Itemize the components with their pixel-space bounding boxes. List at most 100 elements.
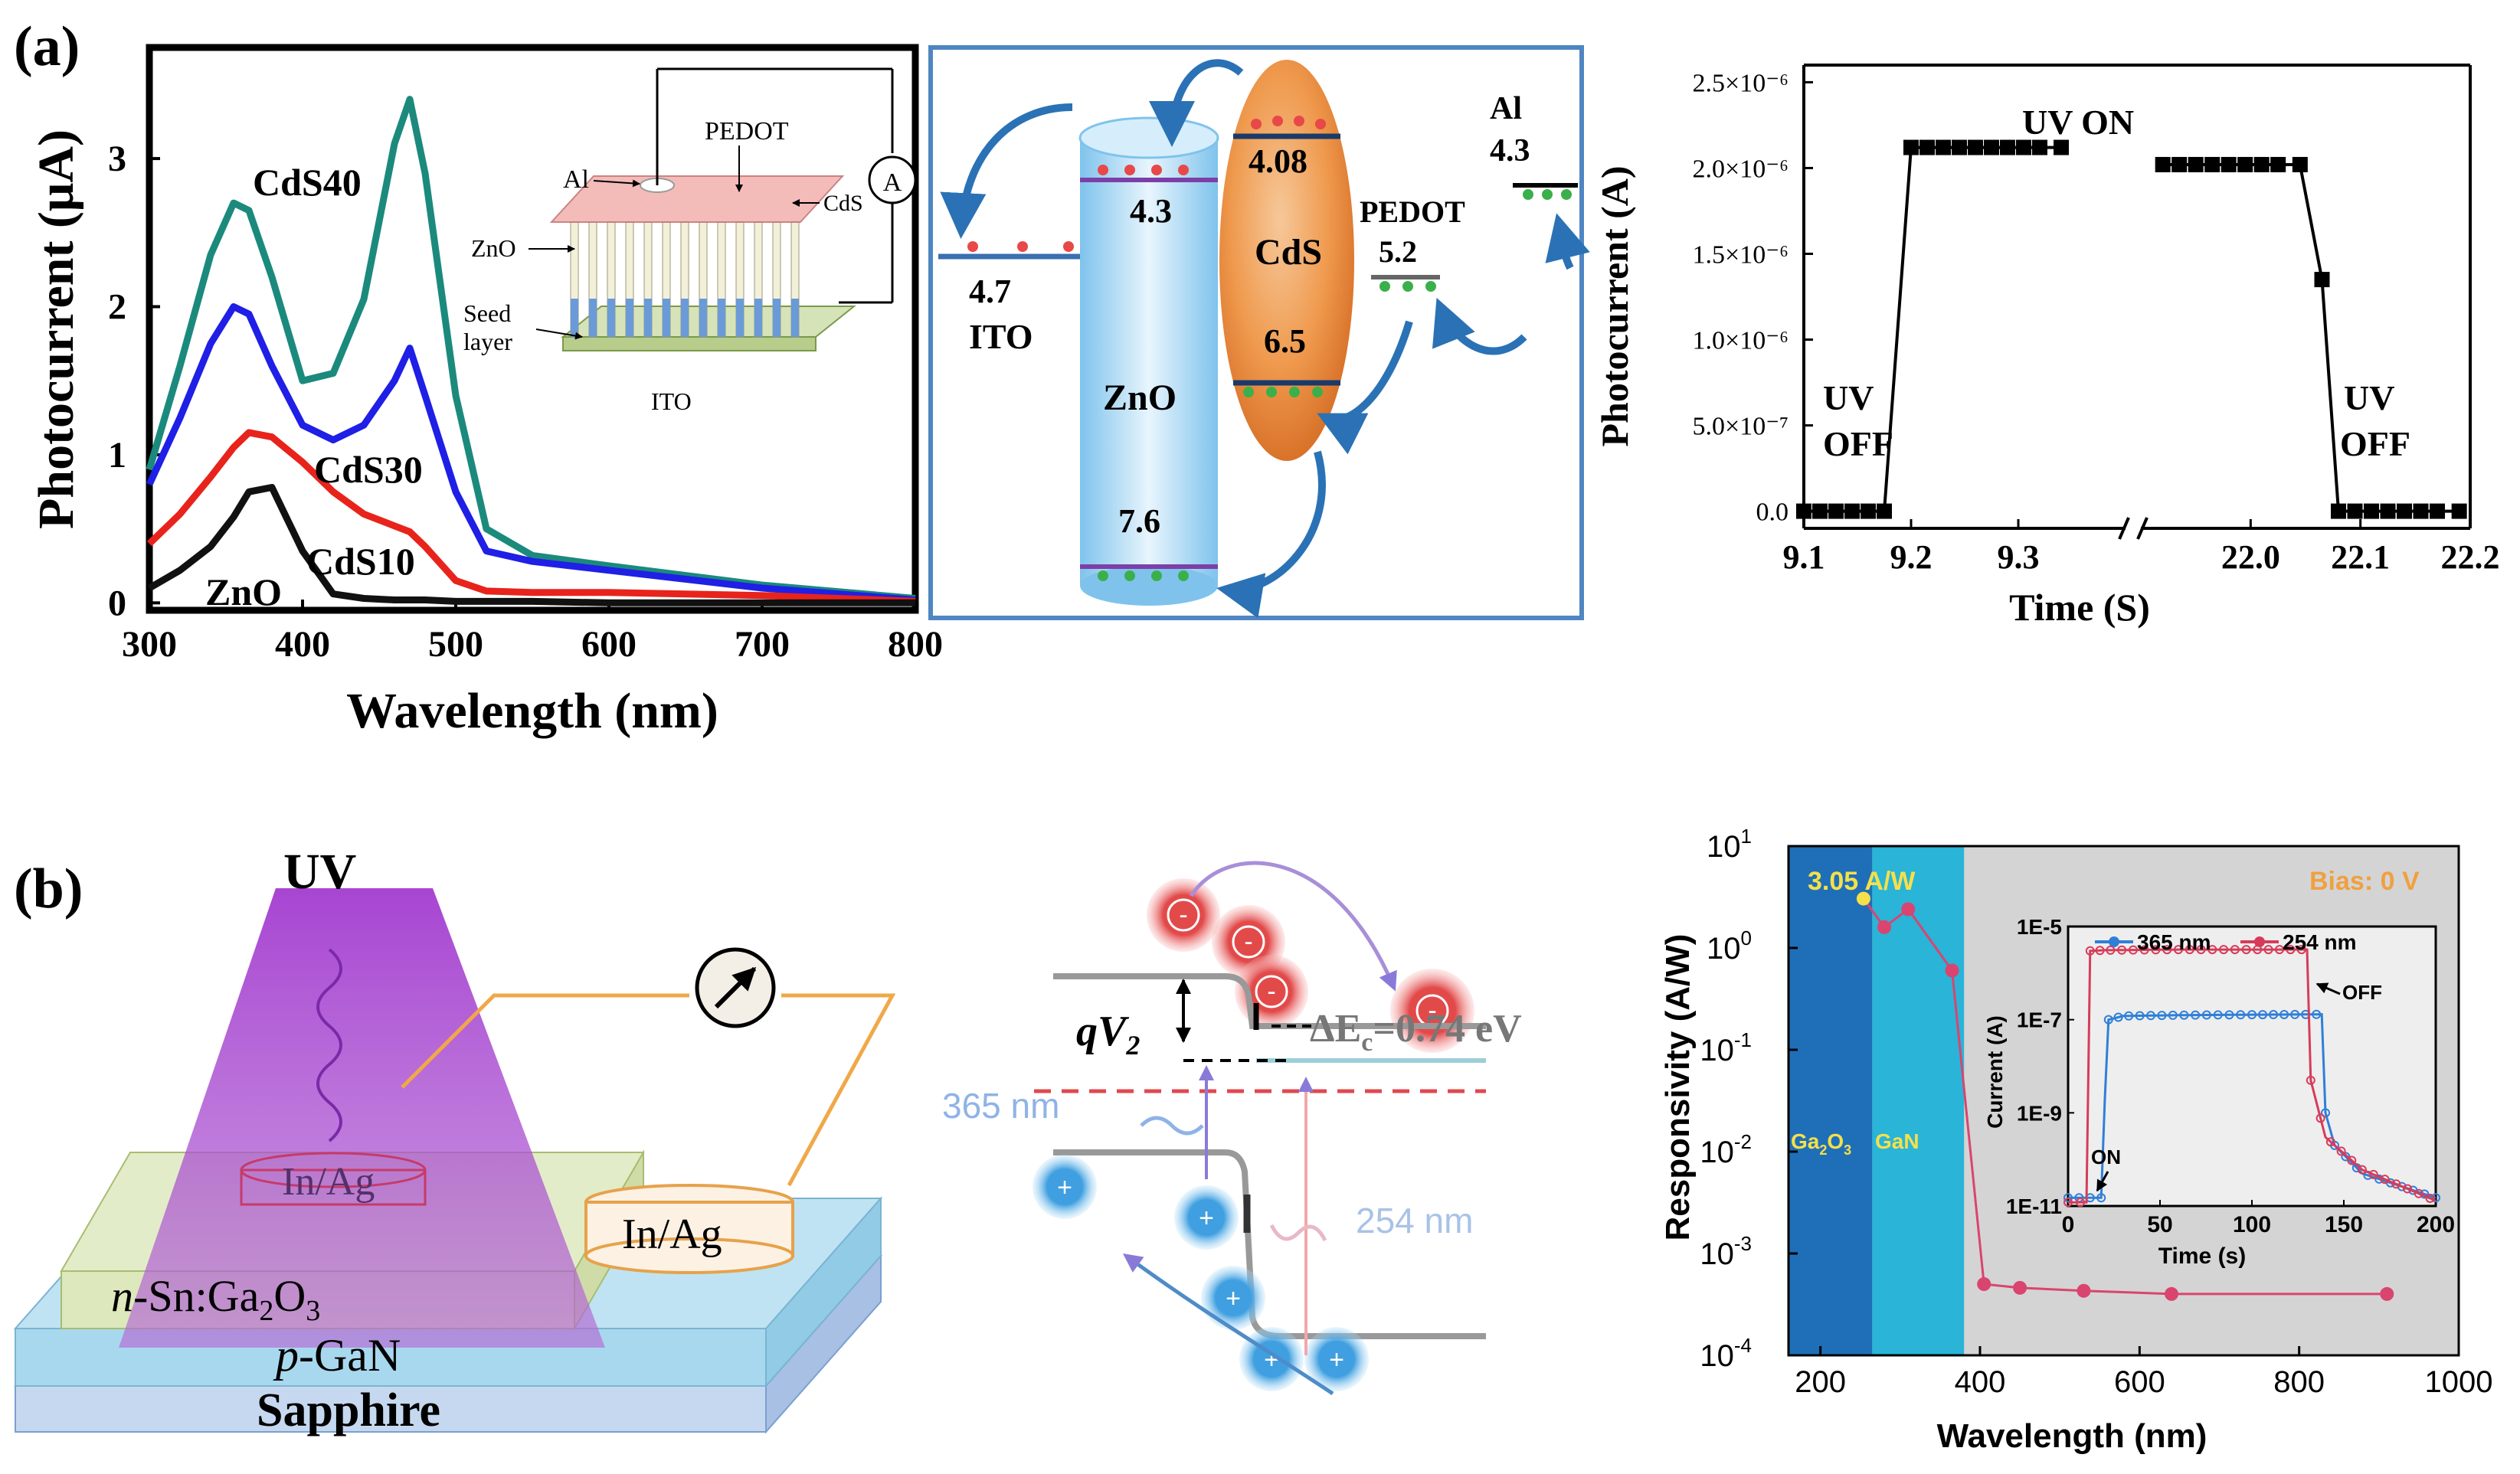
inset-data-point bbox=[2146, 1011, 2155, 1021]
inset-data-point bbox=[2397, 1181, 2407, 1191]
b-xtick-label: 600 bbox=[2114, 1365, 2165, 1399]
inset-ito-label: ITO bbox=[651, 387, 692, 415]
inset-cds-label: CdS bbox=[823, 191, 863, 216]
qv2-label: qV2 bbox=[1076, 1008, 1140, 1061]
nanorod-seed bbox=[699, 299, 707, 337]
band-label-ga2o3: Ga2O3 bbox=[1791, 1129, 1851, 1158]
a2-ytick-label: 2.0×10⁻⁶ bbox=[1693, 155, 1789, 183]
inset-ytick-label: 1E-9 bbox=[2017, 1101, 2062, 1125]
series-line-cds10 bbox=[146, 429, 916, 605]
a2-data-point bbox=[1903, 139, 1919, 155]
a2-series-line bbox=[2162, 163, 2459, 513]
inset-data-point bbox=[2063, 1198, 2073, 1208]
inset-data-point bbox=[2230, 945, 2240, 955]
annot-uv-off-left-1: UV bbox=[1823, 378, 1874, 417]
chart-a-uv-switching: 0.05.0×10⁻⁷1.0×10⁻⁶1.5×10⁻⁶2.0×10⁻⁶2.5×1… bbox=[1593, 64, 2500, 629]
inset-seed-label: Seed bbox=[463, 299, 511, 327]
a2-xtick-label: 22.0 bbox=[2221, 538, 2280, 576]
band-cds-label: CdS bbox=[1255, 232, 1322, 273]
band-al-level: 4.3 bbox=[1490, 133, 1530, 168]
inset-data-point bbox=[2306, 1075, 2315, 1085]
inset-data-point bbox=[2321, 1108, 2330, 1118]
inset-xtick-label: 200 bbox=[2417, 1212, 2455, 1237]
legend-zno: ZnO bbox=[205, 570, 282, 613]
a2-data-point bbox=[2314, 272, 2330, 288]
a2-data-point bbox=[1812, 503, 1828, 519]
nanorod-seed bbox=[626, 299, 633, 337]
inset-data-point bbox=[2179, 1010, 2189, 1020]
inset-ylabel: Current (A) bbox=[1983, 1015, 2007, 1129]
hole-sign-2: + bbox=[1199, 1204, 1214, 1233]
b-data-point bbox=[1977, 1277, 1991, 1292]
b-data-point bbox=[2380, 1286, 2394, 1301]
chart-b-frame bbox=[1787, 845, 2460, 1357]
inset-data-point bbox=[2113, 1012, 2123, 1022]
b-xtick-label: 400 bbox=[1955, 1365, 2006, 1399]
inset-legend-254: 254 nm bbox=[2283, 930, 2357, 954]
annot-uv-off-right-1: UV bbox=[2344, 378, 2394, 417]
layer-n-ga2o3-label: n-Sn:Ga2O3 bbox=[111, 1271, 320, 1327]
a2-xtick-label: 9.3 bbox=[1998, 538, 2040, 576]
chart-b-ylabel: Responsivity (A/W) bbox=[1659, 934, 1697, 1241]
inset-data-point bbox=[2368, 1169, 2378, 1179]
a2-axis-break bbox=[2136, 517, 2149, 540]
inset-data-point bbox=[2403, 1184, 2413, 1194]
electrode-in-ag-bottom: In/Ag bbox=[622, 1211, 722, 1258]
inset-data-point bbox=[2135, 1011, 2145, 1021]
inset-data-point bbox=[2106, 945, 2116, 955]
inset-data-point bbox=[2258, 1010, 2268, 1020]
chart-a1-frame bbox=[146, 44, 919, 614]
a2-data-point bbox=[1861, 503, 1876, 519]
inset-legend-365: 365 nm bbox=[2137, 930, 2211, 954]
a2-ytick-label: 1.0×10⁻⁶ bbox=[1693, 327, 1789, 355]
b-ytick-label: 10-3 bbox=[1700, 1232, 1752, 1271]
inset-annot-off: OFF bbox=[2342, 981, 2382, 1004]
band-zno-label: ZnO bbox=[1103, 377, 1177, 418]
nanorod-seed bbox=[754, 299, 762, 337]
inset-data-point bbox=[2128, 945, 2138, 955]
inset-zno-label: ZnO bbox=[471, 234, 516, 262]
a1-ytick-label: 1 bbox=[108, 435, 126, 476]
inset-data-point bbox=[2312, 1009, 2322, 1019]
a2-data-point bbox=[1844, 503, 1860, 519]
inset-ytick-label: 1E-7 bbox=[2017, 1008, 2062, 1032]
band-diagram-b: - - - - qV2 ΔEc=0.74 eV + + bbox=[942, 861, 1522, 1396]
b-xtick-label: 200 bbox=[1795, 1365, 1846, 1399]
a2-data-point bbox=[2397, 503, 2412, 519]
band-pedot-level: 5.2 bbox=[1379, 234, 1417, 269]
b-ytick-label: 101 bbox=[1707, 825, 1752, 864]
electron-sign-2: - bbox=[1244, 927, 1252, 956]
band-ito-level: 4.7 bbox=[969, 273, 1011, 310]
inset-data-point bbox=[2391, 1179, 2401, 1189]
inset-xtick-label: 50 bbox=[2147, 1212, 2172, 1237]
a2-xtick-label: 9.2 bbox=[1890, 538, 1933, 576]
series-line-cds30 bbox=[146, 303, 916, 603]
inset-data-point bbox=[2103, 1015, 2113, 1025]
panel-label-a: (a) bbox=[14, 15, 80, 78]
band-cds-cb: 4.08 bbox=[1249, 142, 1307, 180]
inset-data-point bbox=[2315, 1113, 2325, 1123]
inset-data-point bbox=[2431, 1193, 2440, 1203]
band-ito-label: ITO bbox=[969, 317, 1033, 356]
b-ytick-label: 100 bbox=[1707, 927, 1752, 966]
a2-ytick-label: 2.5×10⁻⁶ bbox=[1693, 69, 1789, 97]
chart-b-bias: Bias: 0 V bbox=[2309, 867, 2420, 896]
a2-data-point bbox=[2016, 139, 2031, 155]
inset-data-point bbox=[2347, 1155, 2357, 1165]
electrode-in-ag-top: In/Ag bbox=[282, 1160, 375, 1204]
nanorod-seed bbox=[663, 299, 670, 337]
inset-data-point bbox=[2151, 945, 2161, 955]
inset-data-point bbox=[2207, 945, 2217, 955]
inset-data-point bbox=[2286, 945, 2296, 955]
inset-data-point bbox=[2380, 1175, 2390, 1185]
inset-data-point bbox=[2085, 946, 2095, 956]
a2-data-point bbox=[1877, 503, 1892, 519]
a2-data-point bbox=[2451, 503, 2467, 519]
a1-xtick-label: 400 bbox=[275, 624, 330, 665]
b-data-point bbox=[1901, 902, 1916, 917]
legend-cds40: CdS40 bbox=[253, 161, 362, 204]
inset-data-point bbox=[2325, 1137, 2335, 1147]
annot-uv-off-left-2: OFF bbox=[1823, 424, 1893, 463]
nanorod-seed bbox=[791, 299, 799, 337]
chart-a1-xlabel: Wavelength (nm) bbox=[346, 683, 718, 739]
